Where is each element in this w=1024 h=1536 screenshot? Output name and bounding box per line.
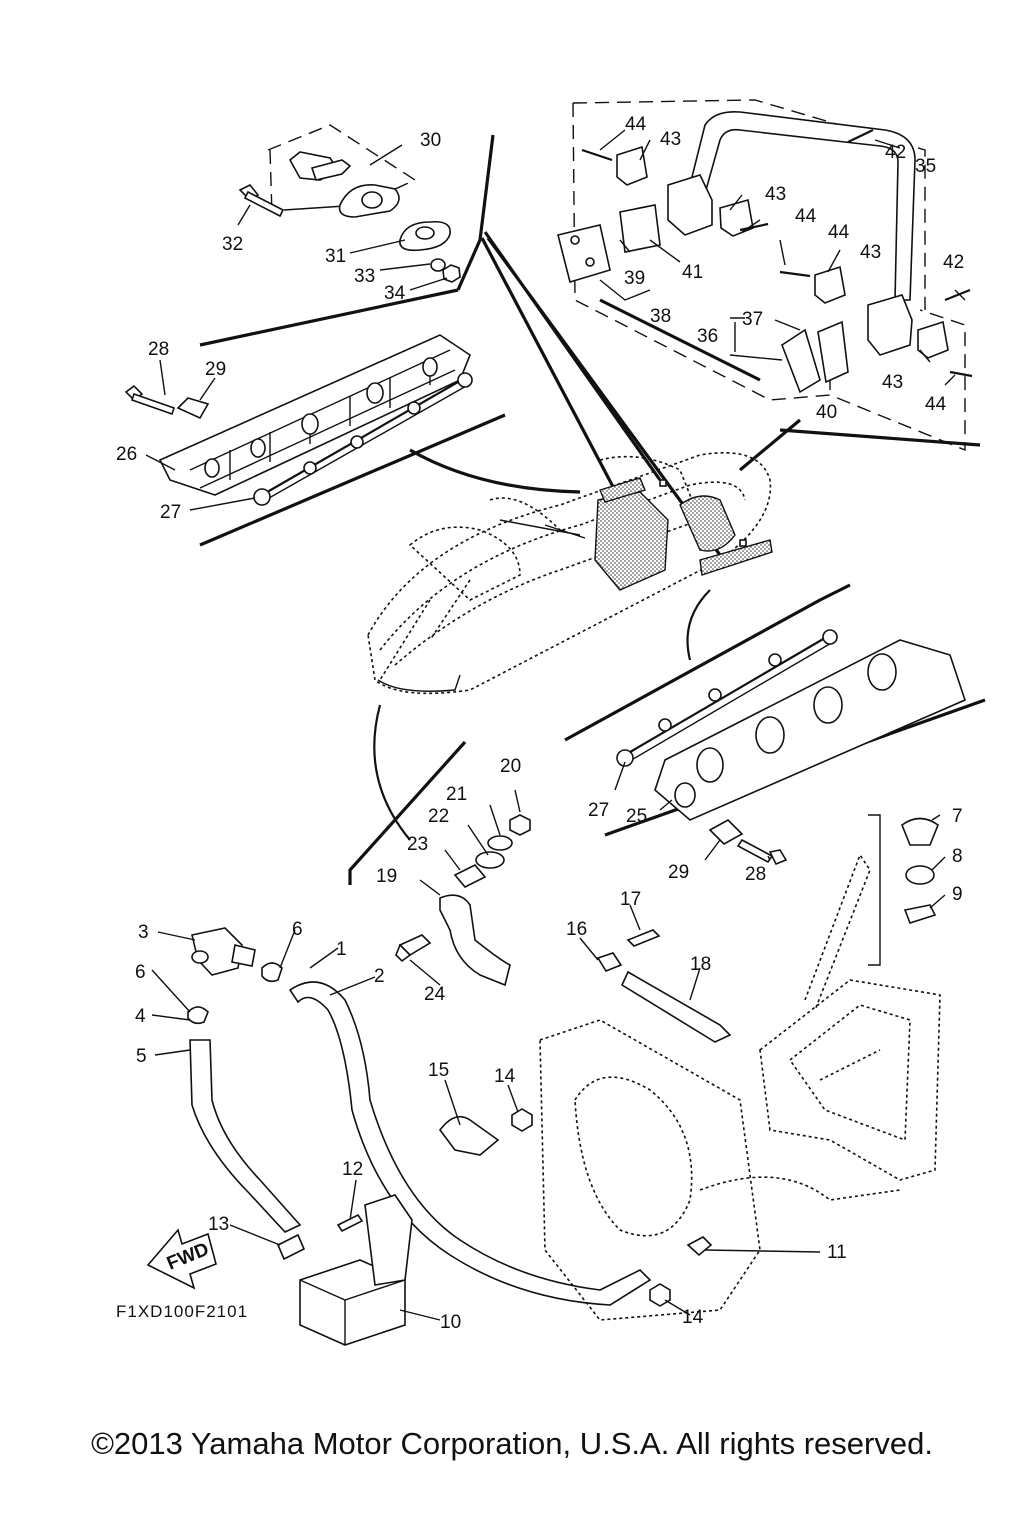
leader-lines	[145, 129, 966, 1321]
callout-44b: 44	[795, 206, 817, 227]
callout-13: 13	[208, 1214, 229, 1235]
callout-40: 40	[816, 402, 837, 423]
callout-27b: 27	[160, 502, 181, 523]
handle-assembly	[480, 99, 981, 556]
callout-2: 2	[374, 966, 385, 987]
callout-44c: 44	[828, 222, 850, 243]
callout-11: 11	[827, 1242, 847, 1263]
callout-39: 39	[624, 268, 645, 289]
callout-32: 32	[222, 234, 243, 255]
callout-21: 21	[446, 784, 467, 805]
callout-20: 20	[500, 756, 521, 777]
callout-23: 23	[407, 834, 428, 855]
diagram-code: F1XD100F2101	[116, 1302, 248, 1321]
callout-12: 12	[342, 1159, 363, 1180]
callout-35: 35	[915, 156, 936, 177]
callout-36: 36	[697, 326, 718, 347]
callout-29a: 29	[205, 359, 226, 380]
callout-43b: 43	[765, 184, 786, 205]
callout-44a: 44	[625, 114, 647, 135]
callout-16: 16	[566, 919, 587, 940]
callout-29b: 29	[668, 862, 689, 883]
hose-assembly	[187, 927, 652, 1306]
callout-42b: 42	[943, 252, 964, 273]
callout-3: 3	[138, 922, 149, 943]
callout-37: 37	[742, 309, 763, 330]
fwd-arrow-icon: FWD	[146, 1228, 217, 1290]
callout-25: 25	[626, 806, 647, 827]
callout-33: 33	[354, 266, 375, 287]
callout-44d: 44	[925, 394, 947, 415]
callout-22: 22	[428, 806, 449, 827]
callout-34: 34	[384, 283, 406, 304]
callout-14a: 14	[494, 1066, 516, 1087]
callout-28a: 28	[148, 339, 169, 360]
callout-1: 1	[336, 939, 347, 960]
right-rail-assembly	[564, 583, 986, 866]
callout-18: 18	[690, 954, 711, 975]
callout-7: 7	[952, 806, 963, 827]
callout-24: 24	[424, 984, 446, 1005]
callout-43d: 43	[882, 372, 903, 393]
callout-42a: 42	[885, 142, 906, 163]
callout-27a: 27	[588, 800, 609, 821]
callout-31: 31	[325, 246, 346, 267]
callout-9: 9	[952, 884, 963, 905]
callout-5: 5	[136, 1046, 147, 1067]
callout-26: 26	[116, 444, 137, 465]
callout-41: 41	[682, 262, 703, 283]
callout-14b: 14	[682, 1307, 704, 1328]
pump-housing-area	[299, 814, 941, 1346]
left-rail-assembly	[124, 288, 506, 547]
callout-10: 10	[440, 1312, 461, 1333]
lock-assembly	[238, 124, 495, 291]
copyright-notice: ©2013 Yamaha Motor Corporation, U.S.A. A…	[91, 1426, 933, 1461]
callout-6a: 6	[292, 919, 303, 940]
callout-43a: 43	[660, 129, 681, 150]
callout-8: 8	[952, 846, 963, 867]
callout-28b: 28	[745, 864, 766, 885]
callout-6b: 6	[135, 962, 146, 983]
callout-4: 4	[135, 1006, 146, 1027]
callout-17: 17	[620, 889, 641, 910]
callout-15: 15	[428, 1060, 449, 1081]
callout-38: 38	[650, 306, 671, 327]
callouts: 1 2 3 4 5 6 6 7 8 9 10 11 12 13 14 14 15…	[116, 114, 964, 1333]
callout-19: 19	[376, 866, 397, 887]
callout-30: 30	[420, 130, 441, 151]
callout-43c: 43	[860, 242, 881, 263]
bracket-assembly	[348, 740, 531, 987]
watercraft-illustration	[367, 418, 802, 841]
